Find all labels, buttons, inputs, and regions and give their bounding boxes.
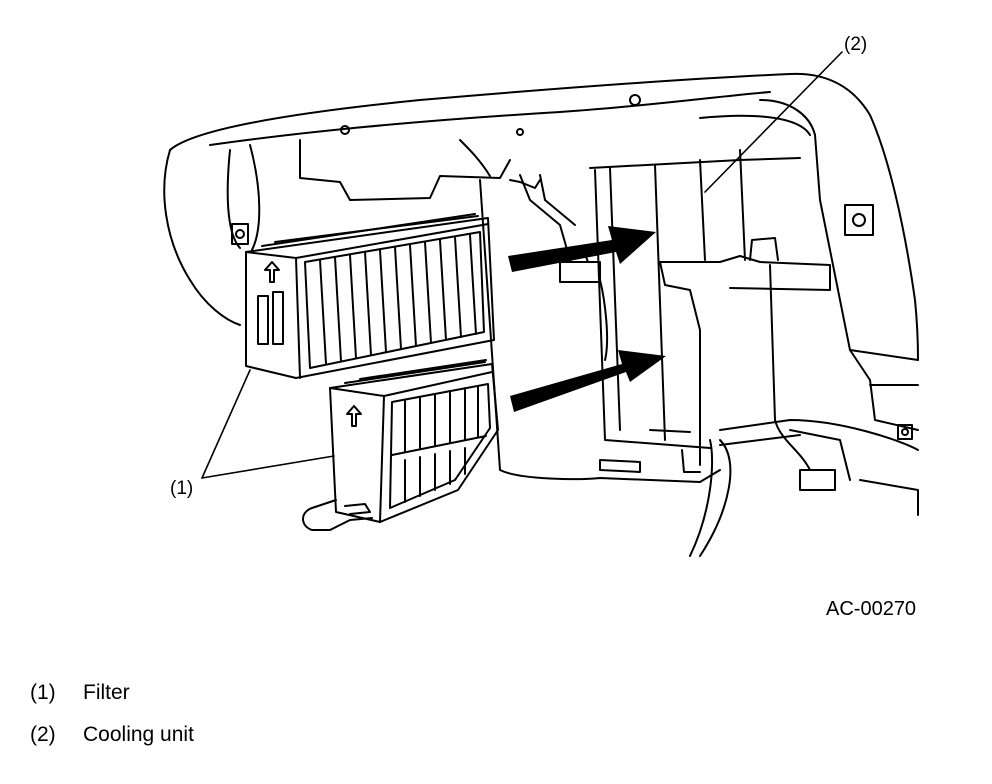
legend-number: (1) bbox=[30, 681, 56, 704]
installation-arrows bbox=[508, 226, 666, 412]
legend-number: (2) bbox=[30, 723, 56, 746]
callout-filter: (1) bbox=[170, 478, 194, 499]
legend-label: Cooling unit bbox=[83, 723, 194, 746]
legend: (1) Filter (2) Cooling unit bbox=[30, 672, 194, 756]
figure-code: AC-00270 bbox=[826, 598, 917, 620]
legend-label: Filter bbox=[83, 681, 130, 704]
cooling-unit-body bbox=[479, 149, 919, 557]
callout-cooling-unit: (2) bbox=[844, 34, 868, 55]
dashboard-housing-outline bbox=[163, 72, 919, 361]
legend-item-cooling-unit: (2) Cooling unit bbox=[30, 714, 194, 756]
upper-filter bbox=[245, 213, 495, 379]
leader-lines bbox=[201, 51, 843, 479]
legend-item-filter: (1) Filter bbox=[30, 672, 194, 714]
lower-filter bbox=[302, 359, 499, 531]
filter-installation-diagram bbox=[163, 51, 919, 557]
